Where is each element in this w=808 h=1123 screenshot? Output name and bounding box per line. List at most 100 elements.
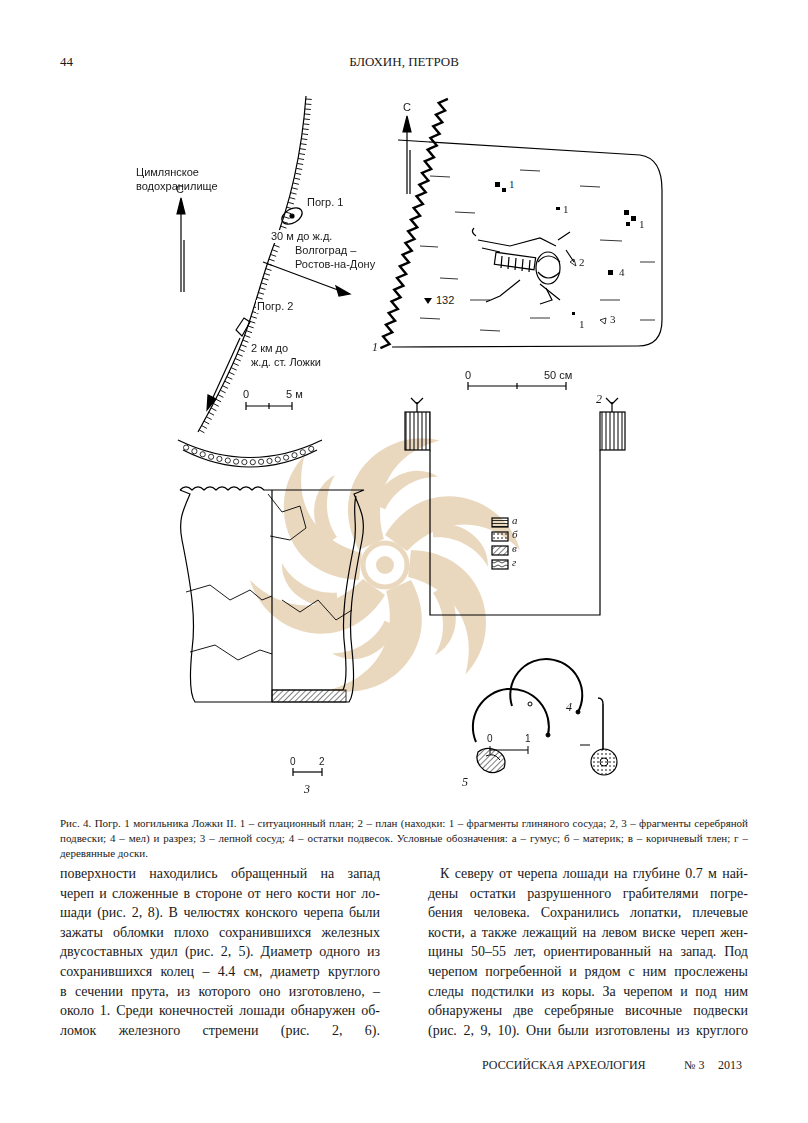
bank-hatch: [270, 254, 276, 256]
bank-hatch: [294, 178, 300, 179]
panel-number: 2: [596, 392, 602, 406]
body-line: дены остатки разрушенного грабителями по…: [428, 886, 748, 903]
rim-ornament: [184, 445, 189, 450]
map-label: Волгоград –: [294, 244, 357, 257]
bank-hatch: [211, 408, 216, 411]
bank-hatch: [264, 273, 270, 275]
rim-ornament: [292, 453, 297, 458]
legend-label: б: [512, 528, 518, 541]
bank-hatch: [233, 363, 238, 365]
bank-hatch: [243, 340, 249, 342]
bank-hatch: [216, 399, 221, 402]
bank-hatch: [289, 198, 295, 200]
bank-hatch: [245, 335, 251, 337]
rim-ornament: [267, 458, 272, 463]
scale-label: 0: [290, 756, 296, 768]
bank-hatch: [305, 103, 311, 105]
rim-ornament: [250, 460, 255, 465]
body-line: К северу от черепа лошади на глубине 0.7…: [440, 866, 748, 883]
body-line: кости, а также лежащий на левом виске че…: [428, 925, 748, 942]
bank-hatch: [291, 193, 297, 194]
bank-hatch: [227, 377, 232, 380]
clay-vessel: [178, 440, 364, 776]
bank-hatch: [295, 173, 301, 174]
bank-hatch: [302, 133, 308, 135]
body-line: (рис. 2, 9, 10). Они были изготовлены из…: [428, 1023, 748, 1040]
issue-number: № 3: [684, 1058, 704, 1072]
journal-year: 2013: [718, 1058, 742, 1072]
bank-hatch: [281, 226, 287, 228]
bank-hatch: [260, 288, 266, 290]
bank-hatch: [269, 259, 275, 261]
bank-hatch: [293, 183, 299, 184]
find-number: 2: [578, 256, 586, 269]
body-line: в сечении прута, из которого оно изготов…: [60, 984, 380, 1001]
rim-ornament: [234, 459, 239, 464]
map-label: Цимлянское: [136, 166, 199, 179]
bank-hatch: [258, 293, 264, 295]
body-line: череп и сложенные в стороне от него кост…: [60, 886, 380, 903]
pendant-remains: [473, 659, 617, 775]
ornament-petal: [314, 475, 337, 545]
scale-label: 5 м: [286, 388, 303, 401]
bank-hatch: [301, 138, 307, 140]
bank-hatch: [213, 404, 218, 407]
ornament-petal: [367, 459, 439, 514]
panel-number: 4: [566, 700, 572, 714]
body-line: ломок железного стремени (рис. 2, 6).: [60, 1023, 380, 1040]
rim-ornament: [217, 456, 222, 461]
bank-hatch: [237, 354, 243, 356]
body-line: черепом погребенной и рядом с ним просле…: [428, 964, 748, 981]
scale-label: 2: [319, 756, 325, 768]
body-line: щины 50–55 лет, ориентированный на запад…: [428, 944, 748, 961]
map-label: 30 м до ж.д.: [270, 230, 333, 243]
ornament-petal: [433, 585, 456, 655]
ornament-petal: [250, 579, 385, 634]
bank-hatch: [235, 359, 241, 361]
rim-ornament: [200, 452, 205, 457]
find-number: 4: [618, 266, 626, 279]
scale-label: 50 см: [544, 369, 572, 382]
bank-hatch: [202, 426, 207, 429]
map-label: Ростов-на-Дону: [294, 258, 376, 271]
bank-hatch: [209, 412, 214, 415]
bank-hatch: [248, 326, 254, 328]
map-label: ж.д. ст. Ложки: [250, 356, 322, 369]
bank-hatch: [296, 168, 302, 169]
scale-label: 0: [487, 733, 493, 745]
scale-label: 1: [525, 733, 531, 745]
bank-hatch: [229, 372, 234, 375]
bank-hatch: [303, 128, 309, 130]
bank-hatch: [261, 283, 267, 285]
bank-hatch: [223, 386, 228, 389]
find-number: 1: [638, 218, 646, 231]
bank-hatch: [206, 417, 211, 420]
bank-hatch: [304, 113, 310, 115]
body-line: шади (рис. 2, 8). В челюстях конского че…: [60, 905, 380, 922]
body-line: следы подстилки из коры. За черепом и по…: [428, 984, 748, 1001]
bank-hatch: [304, 118, 310, 120]
bank-hatch: [301, 143, 307, 145]
bank-hatch: [231, 368, 236, 370]
find-number: 1: [508, 178, 516, 191]
legend-label: г: [512, 556, 516, 569]
bank-hatch: [266, 269, 272, 271]
bank-hatch: [218, 395, 223, 398]
find-number: 3: [609, 313, 617, 326]
body-line: сохранившихся колец – 4.4 см, диаметр кр…: [60, 964, 380, 981]
bank-hatch: [300, 148, 306, 150]
body-line: зажаты обломки плохо сохранившихся желез…: [60, 925, 380, 942]
bank-hatch: [251, 316, 257, 318]
rim-ornament: [275, 457, 280, 462]
scale-label: 0: [465, 369, 471, 382]
rim-ornament: [225, 458, 230, 463]
bank-hatch: [306, 98, 312, 99]
bank-hatch: [303, 123, 309, 125]
bank-hatch: [299, 154, 305, 155]
bank-hatch: [288, 202, 294, 204]
bank-hatch: [272, 250, 278, 252]
figure-caption: Рис. 4. Погр. 1 могильника Ложки II. 1 –…: [60, 816, 748, 861]
body-line: обнаружены две серебряные височные подве…: [428, 1003, 748, 1020]
bank-hatch: [263, 278, 269, 280]
